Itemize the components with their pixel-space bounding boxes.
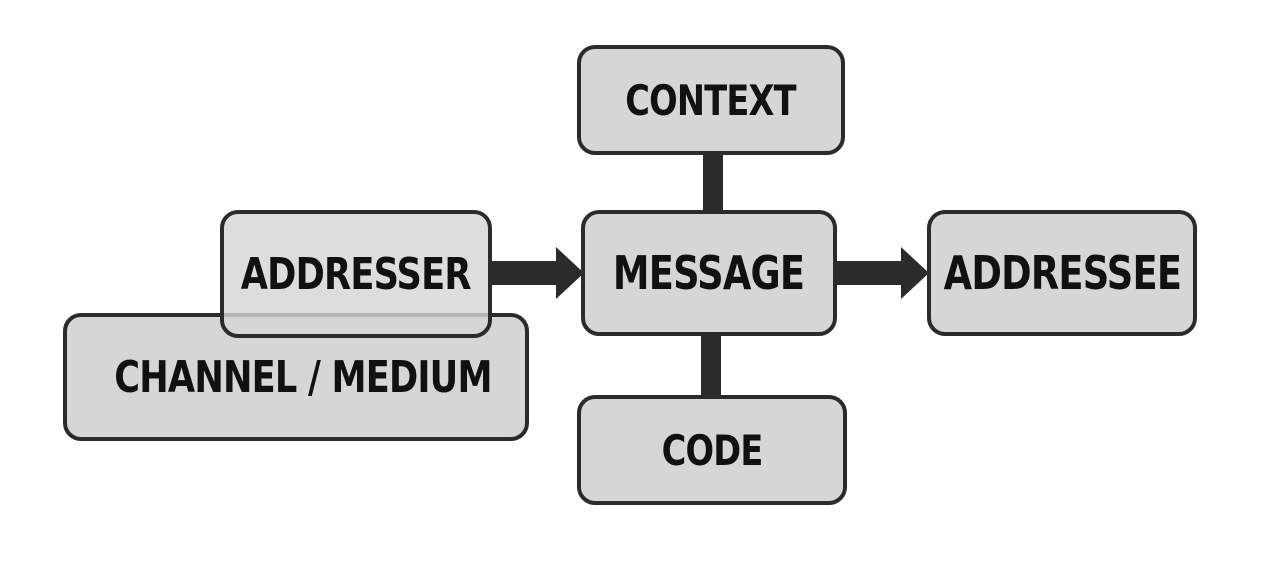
context-label: CONTEXT [625, 75, 797, 125]
code-label: CODE [661, 425, 764, 475]
message-label: MESSAGE [613, 246, 805, 300]
connector-message-code [701, 332, 721, 400]
message-node: MESSAGE [581, 210, 837, 336]
addressee-label: ADDRESSEE [943, 246, 1181, 300]
addresser-node: ADDRESSER [220, 210, 492, 338]
addresser-label: ADDRESSER [241, 248, 472, 300]
code-node: CODE [577, 395, 847, 505]
addressee-node: ADDRESSEE [927, 210, 1197, 336]
context-node: CONTEXT [577, 45, 845, 155]
arrow-addresser-to-message [490, 247, 584, 299]
connector-context-message [703, 150, 723, 216]
channel-medium-label: CHANNEL / MEDIUM [114, 351, 492, 403]
arrow-message-to-addressee [835, 247, 929, 299]
